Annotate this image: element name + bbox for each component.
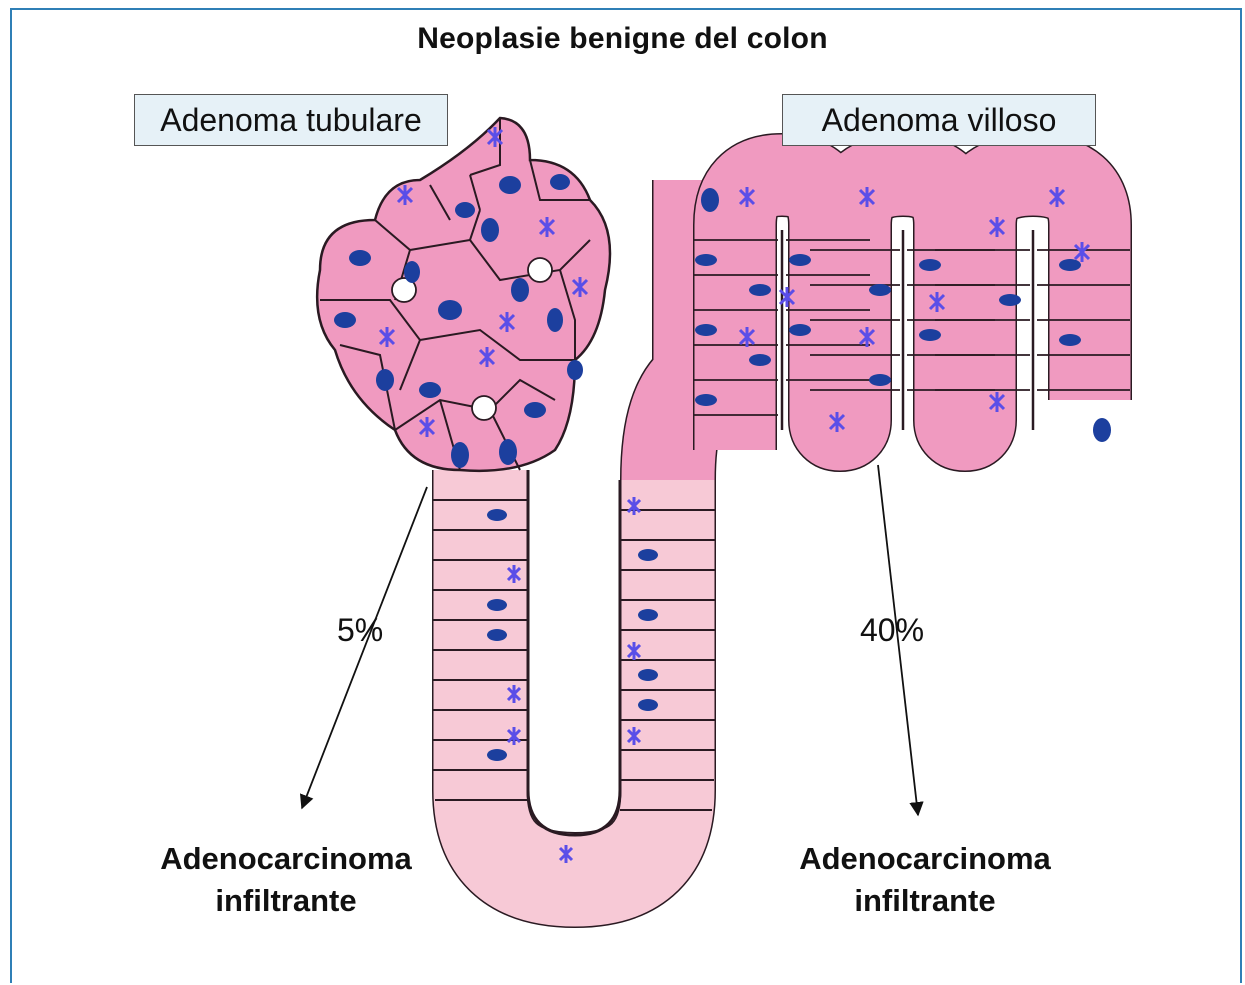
outcome-tubular: Adenocarcinoma infiltrante [106,838,466,922]
normal-crypt [432,470,716,880]
percentage-tubular: 5% [337,612,383,649]
diagram-title: Neoplasie benigne del colon [0,22,1245,56]
tubular-cluster-outline [317,118,610,471]
label-adenoma-villoso-text: Adenoma villoso [822,102,1057,139]
outcome-villous-line1: Adenocarcinoma [745,838,1105,880]
label-adenoma-tubulare: Adenoma tubulare [134,94,448,146]
outcome-villous: Adenocarcinoma infiltrante [745,838,1105,922]
label-adenoma-tubulare-text: Adenoma tubulare [160,102,422,139]
outcome-tubular-line1: Adenocarcinoma [106,838,466,880]
crypt-lumen [528,470,620,835]
tubular-adenoma [317,118,610,471]
outcome-villous-line2: infiltrante [745,880,1105,922]
percentage-villous: 40% [860,612,924,649]
villous-adenoma [694,175,1130,450]
label-adenoma-villoso: Adenoma villoso [782,94,1096,146]
outcome-tubular-line2: infiltrante [106,880,466,922]
